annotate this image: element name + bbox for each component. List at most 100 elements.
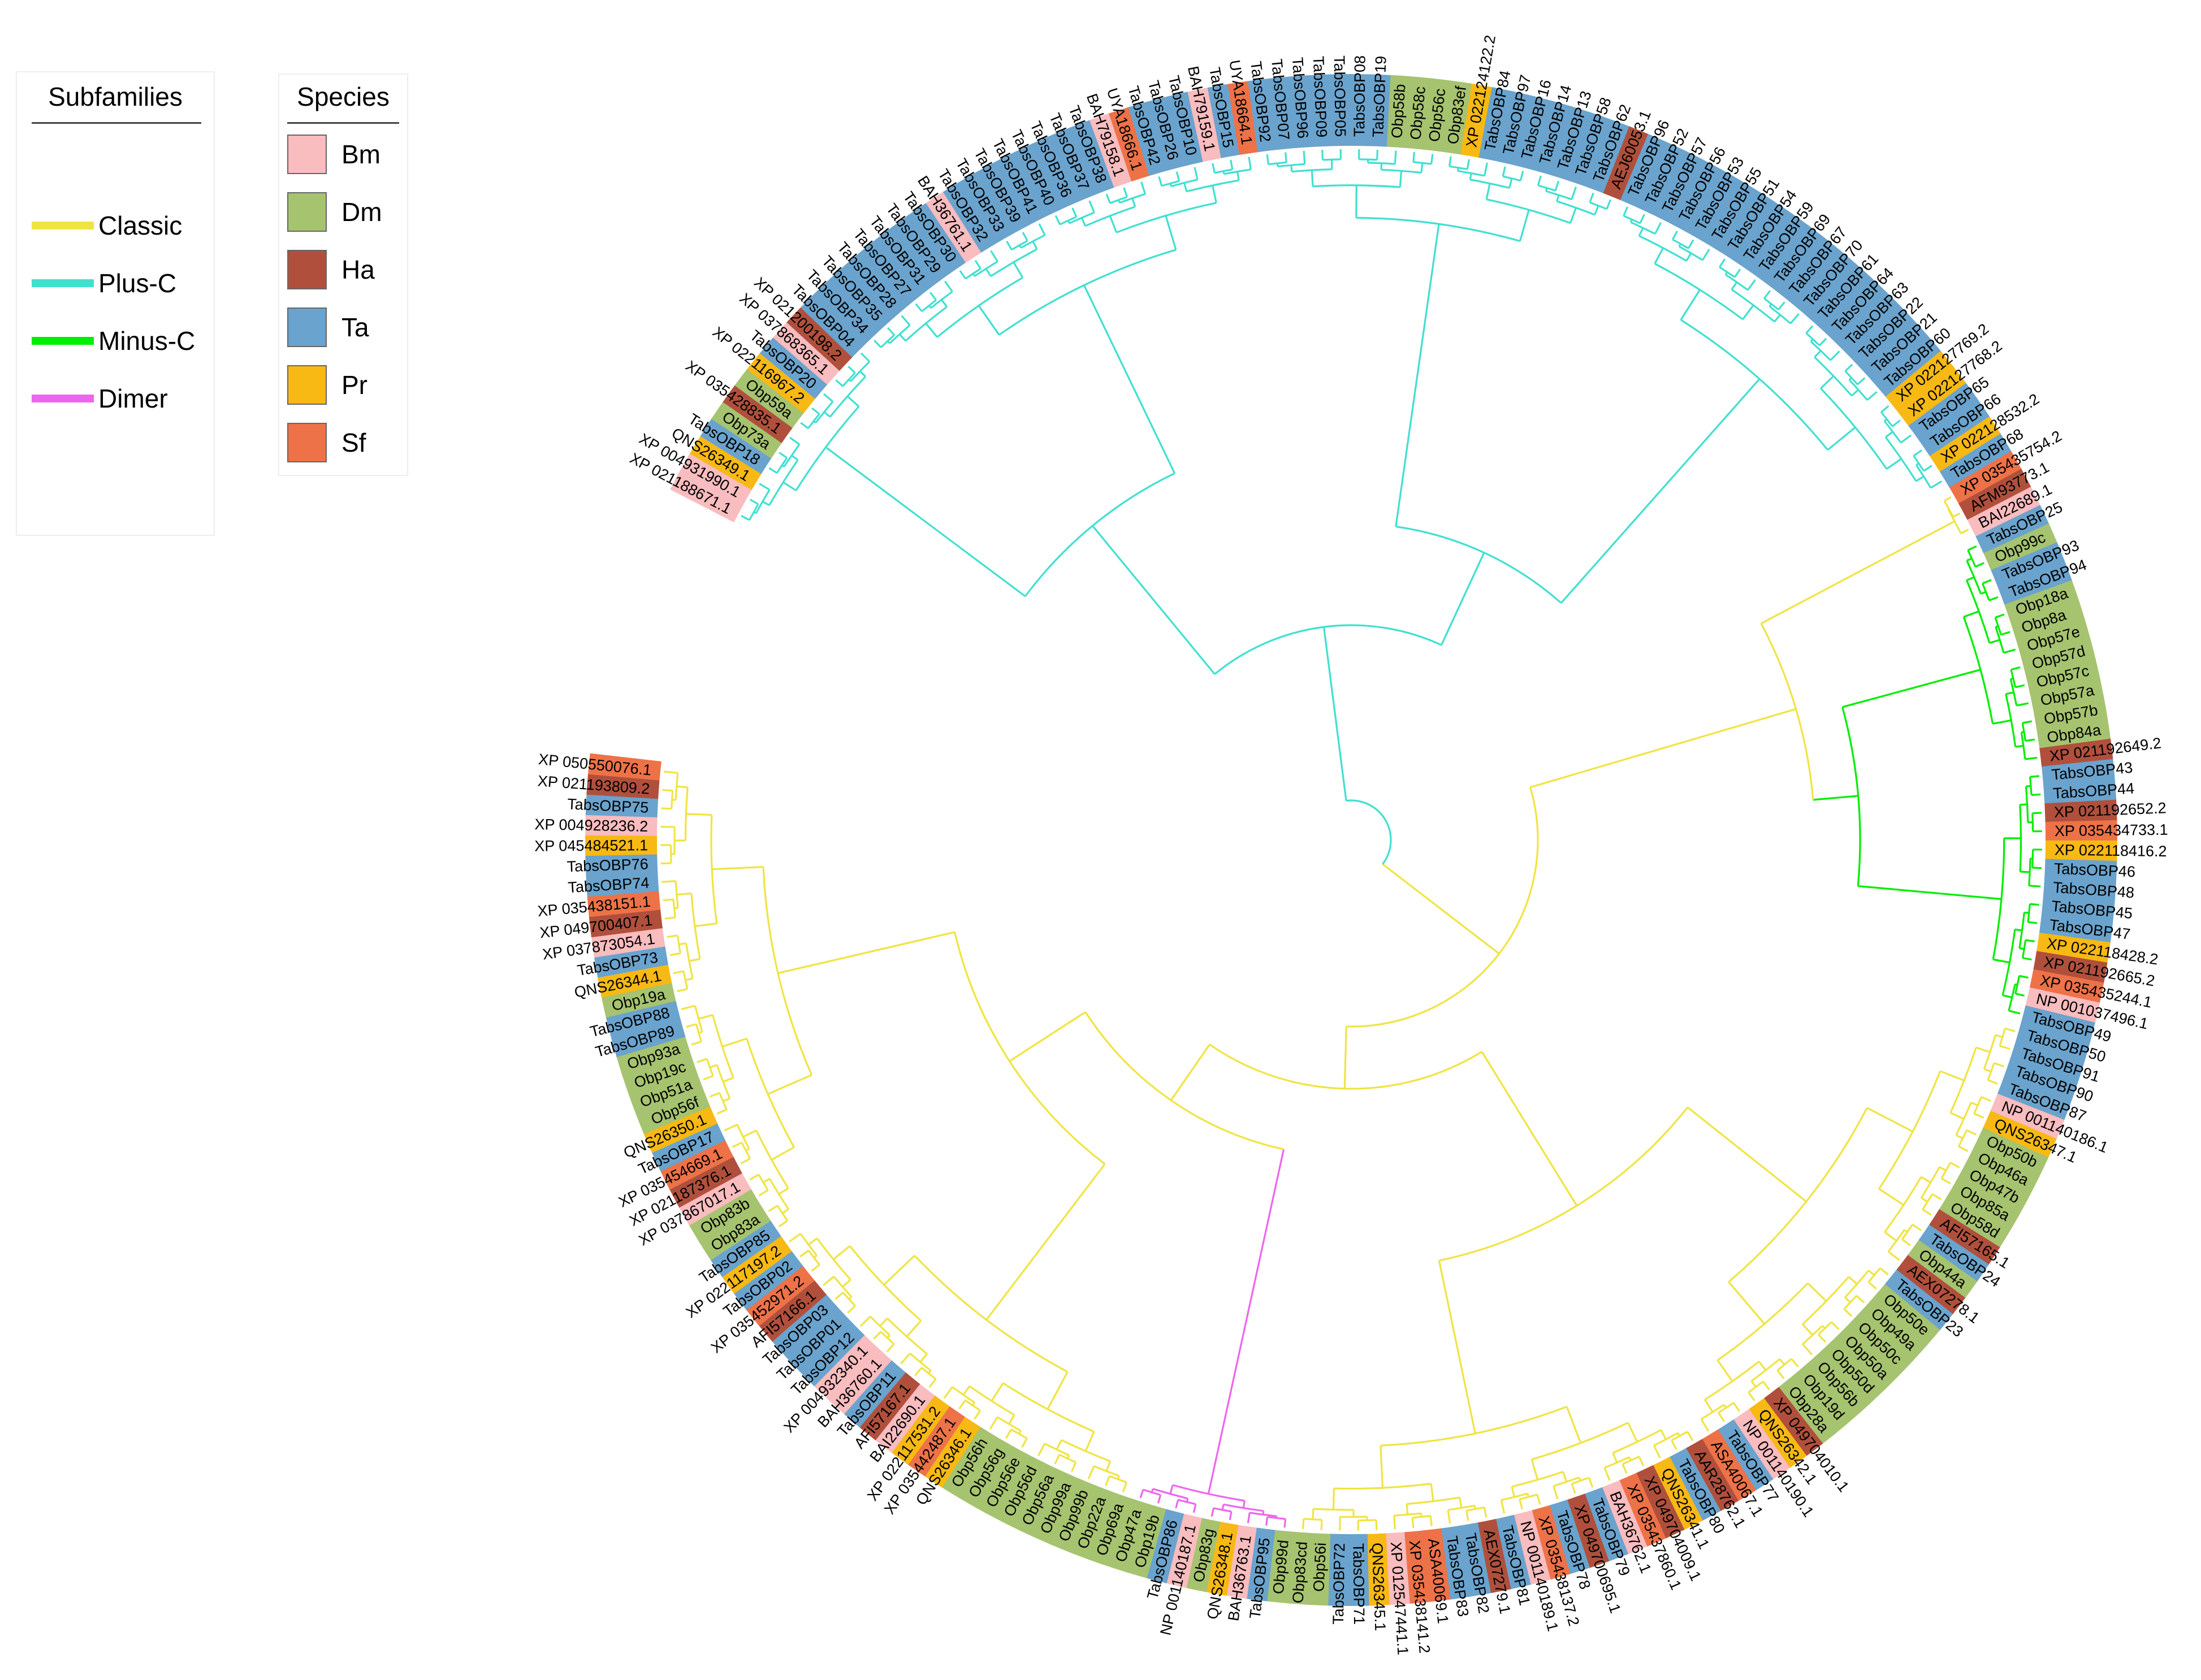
branch-arc bbox=[905, 306, 948, 342]
branch-arc bbox=[783, 444, 801, 467]
branch bbox=[1728, 1281, 1766, 1324]
branch bbox=[941, 299, 948, 308]
species-ring-segment bbox=[1477, 1519, 1511, 1594]
species-ring-segment bbox=[689, 1189, 761, 1243]
branch-arc bbox=[968, 1385, 1015, 1416]
branch bbox=[799, 1249, 809, 1258]
branch-arc bbox=[1638, 235, 1687, 262]
branch-arc bbox=[1267, 1516, 1286, 1520]
species-ring-segment bbox=[587, 890, 661, 917]
species-ring-segment bbox=[1918, 1224, 1989, 1282]
branch bbox=[2027, 921, 2038, 924]
branch bbox=[1560, 378, 1761, 604]
branch-arc bbox=[1346, 799, 1392, 865]
species-ring-segment bbox=[1821, 1338, 1885, 1405]
branch bbox=[1022, 232, 1028, 241]
branch bbox=[1320, 1519, 1323, 1530]
species-ring-segment bbox=[1763, 1387, 1823, 1457]
branch-arc bbox=[674, 773, 679, 800]
species-ring-segment bbox=[1765, 224, 1824, 295]
branch bbox=[681, 1004, 695, 1010]
species-ring-segment bbox=[801, 292, 866, 358]
species-ring-segment bbox=[1778, 1375, 1839, 1444]
branch-arc bbox=[1346, 787, 1539, 1028]
species-ring-segment bbox=[606, 1000, 681, 1038]
branch bbox=[1194, 167, 1199, 180]
branch-arc bbox=[1966, 560, 1982, 595]
branch bbox=[985, 1163, 1106, 1320]
species-ring-segment bbox=[2036, 933, 2111, 963]
branch bbox=[1960, 529, 1969, 535]
dimer-line-swatch bbox=[32, 395, 94, 402]
branch-arc bbox=[1002, 1382, 1095, 1433]
branch bbox=[1140, 181, 1147, 194]
branch bbox=[1165, 215, 1177, 250]
branch bbox=[1791, 1358, 1799, 1367]
species-ring-segment bbox=[636, 1089, 711, 1135]
branch bbox=[1704, 1399, 1714, 1413]
species-ring-segment bbox=[1806, 1350, 1870, 1418]
branch bbox=[667, 934, 678, 938]
species-ring-segment bbox=[1584, 1487, 1629, 1562]
species-ring-segment bbox=[1567, 1493, 1610, 1568]
branch bbox=[1982, 579, 1992, 584]
branch bbox=[822, 1275, 834, 1287]
legend-item-dm: Dm bbox=[287, 192, 382, 232]
branch bbox=[1008, 1414, 1015, 1425]
branch-arc bbox=[1486, 198, 1571, 224]
branch-arc bbox=[746, 1038, 795, 1148]
species-ring-segment bbox=[1207, 84, 1240, 158]
branch bbox=[673, 970, 684, 975]
species-ring-segment bbox=[1896, 1255, 1966, 1315]
branch bbox=[1420, 163, 1424, 173]
branch bbox=[2015, 684, 2025, 689]
branch-arc bbox=[850, 361, 871, 382]
branch bbox=[740, 1158, 751, 1164]
branch-arc bbox=[1322, 158, 1341, 161]
branch bbox=[1395, 223, 1440, 527]
branch-arc bbox=[749, 504, 759, 521]
branch-arc bbox=[1949, 1047, 1977, 1114]
branch-arc bbox=[1622, 1456, 1640, 1465]
branch-arc bbox=[1059, 216, 1077, 226]
branch bbox=[1006, 240, 1013, 250]
branch bbox=[1484, 162, 1488, 176]
branch-arc bbox=[1116, 202, 1217, 233]
species-ring-segment bbox=[1533, 101, 1572, 176]
branch bbox=[669, 952, 681, 956]
branch bbox=[1830, 350, 1840, 361]
branch bbox=[1621, 1463, 1628, 1474]
branch-arc bbox=[807, 413, 820, 429]
branch-arc bbox=[880, 334, 895, 348]
branch bbox=[1778, 301, 1785, 310]
branch bbox=[777, 931, 955, 975]
species-ring-segment bbox=[2039, 738, 2113, 768]
branch bbox=[742, 1129, 757, 1138]
branch bbox=[825, 446, 1026, 597]
branch bbox=[886, 1343, 895, 1353]
branch-arc bbox=[1992, 838, 2005, 960]
species-ring-segment bbox=[1749, 213, 1808, 283]
branch-arc bbox=[1725, 274, 1749, 291]
species-ring-segment bbox=[978, 161, 1030, 234]
branch-arc bbox=[669, 845, 672, 864]
species-ring-segment bbox=[1367, 1533, 1390, 1606]
branch bbox=[1627, 1422, 1638, 1443]
branch bbox=[874, 339, 882, 348]
branch bbox=[1950, 1112, 1965, 1120]
branch bbox=[2020, 803, 2027, 806]
branch-arc bbox=[849, 1245, 922, 1322]
species-ring-segment bbox=[1701, 1429, 1757, 1501]
branch bbox=[723, 1077, 734, 1083]
leaf-label: TabsOBP72 bbox=[1330, 1543, 1348, 1625]
branch-arc bbox=[768, 1178, 790, 1210]
branch bbox=[1956, 1134, 1964, 1140]
species-ring-segment bbox=[772, 1294, 839, 1357]
branch-arc bbox=[1848, 379, 1868, 401]
branch bbox=[1685, 253, 1692, 262]
branch-arc bbox=[1841, 707, 1861, 886]
branch bbox=[2003, 648, 2016, 654]
branch bbox=[906, 1320, 922, 1337]
branch bbox=[778, 1187, 789, 1195]
species-ring-segment bbox=[1734, 201, 1792, 272]
